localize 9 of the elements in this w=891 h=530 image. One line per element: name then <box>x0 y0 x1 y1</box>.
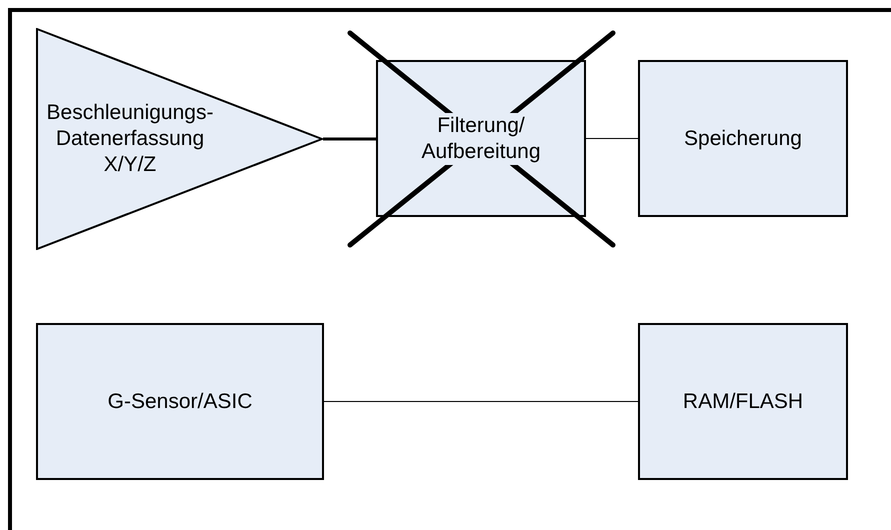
process-box <box>638 60 848 217</box>
connector-line <box>586 138 638 139</box>
process-box <box>36 323 324 480</box>
connector-line <box>323 138 376 140</box>
node-label: Beschleunigungs-Datenerfassung X/Y/Z <box>46 100 214 178</box>
process-box <box>376 60 586 217</box>
process-box <box>638 323 848 480</box>
connector-line <box>324 401 638 402</box>
amplifier-triangle <box>36 28 323 250</box>
